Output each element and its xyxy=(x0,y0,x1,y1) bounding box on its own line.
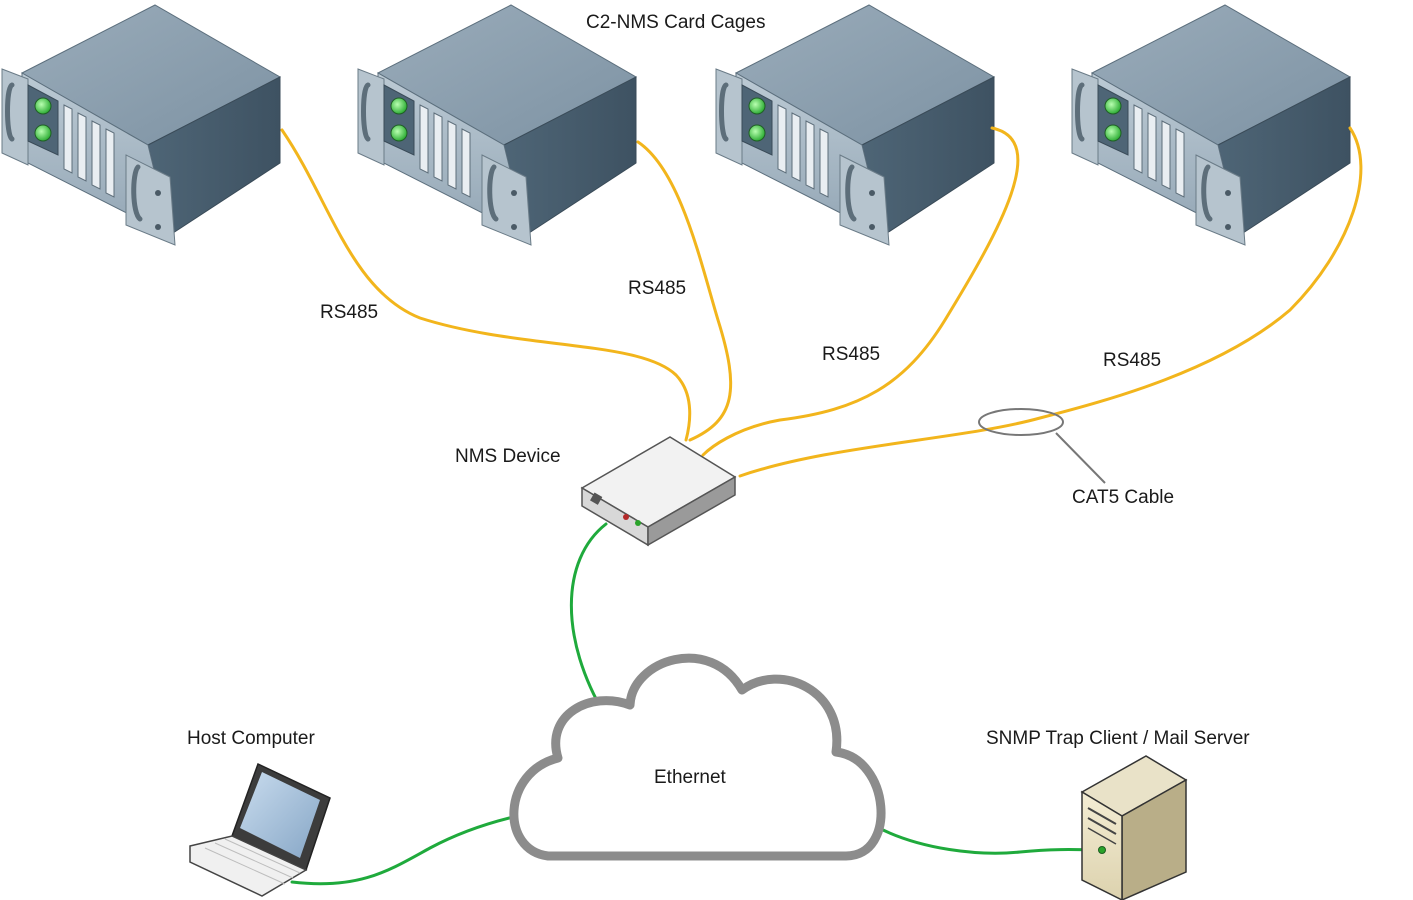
rs485-label-4: RS485 xyxy=(1103,350,1162,371)
rs485-label-3: RS485 xyxy=(822,344,881,365)
rs485-cable-2 xyxy=(636,140,733,442)
card-cage-4 xyxy=(1072,5,1350,245)
laptop-icon xyxy=(189,762,331,897)
tower-server-icon xyxy=(1080,755,1188,900)
card-cage-2 xyxy=(358,5,636,245)
diagram-title: C2-NMS Card Cages xyxy=(586,12,766,33)
cat5-callout-line xyxy=(1055,432,1106,484)
rs485-cable-1 xyxy=(280,128,692,442)
cat5-callout-ring xyxy=(978,408,1064,436)
snmp-server-label: SNMP Trap Client / Mail Server xyxy=(986,728,1250,749)
rs485-cable-3 xyxy=(701,126,1020,457)
nms-device-icon xyxy=(580,436,737,547)
ethernet-cable-host xyxy=(290,813,524,886)
rs485-label-2: RS485 xyxy=(628,278,687,299)
ethernet-label: Ethernet xyxy=(654,767,726,788)
ethernet-cable-server xyxy=(873,824,1102,855)
rs485-cable-4 xyxy=(738,126,1363,478)
card-cage-1 xyxy=(2,5,280,245)
rs485-label-1: RS485 xyxy=(320,302,379,323)
ethernet-cable-nms xyxy=(569,522,608,717)
host-computer-label: Host Computer xyxy=(187,728,315,749)
cloud-icon xyxy=(509,653,886,861)
card-cage-3 xyxy=(716,5,994,245)
nms-device-label: NMS Device xyxy=(455,446,561,467)
cat5-cable-label: CAT5 Cable xyxy=(1072,487,1175,508)
